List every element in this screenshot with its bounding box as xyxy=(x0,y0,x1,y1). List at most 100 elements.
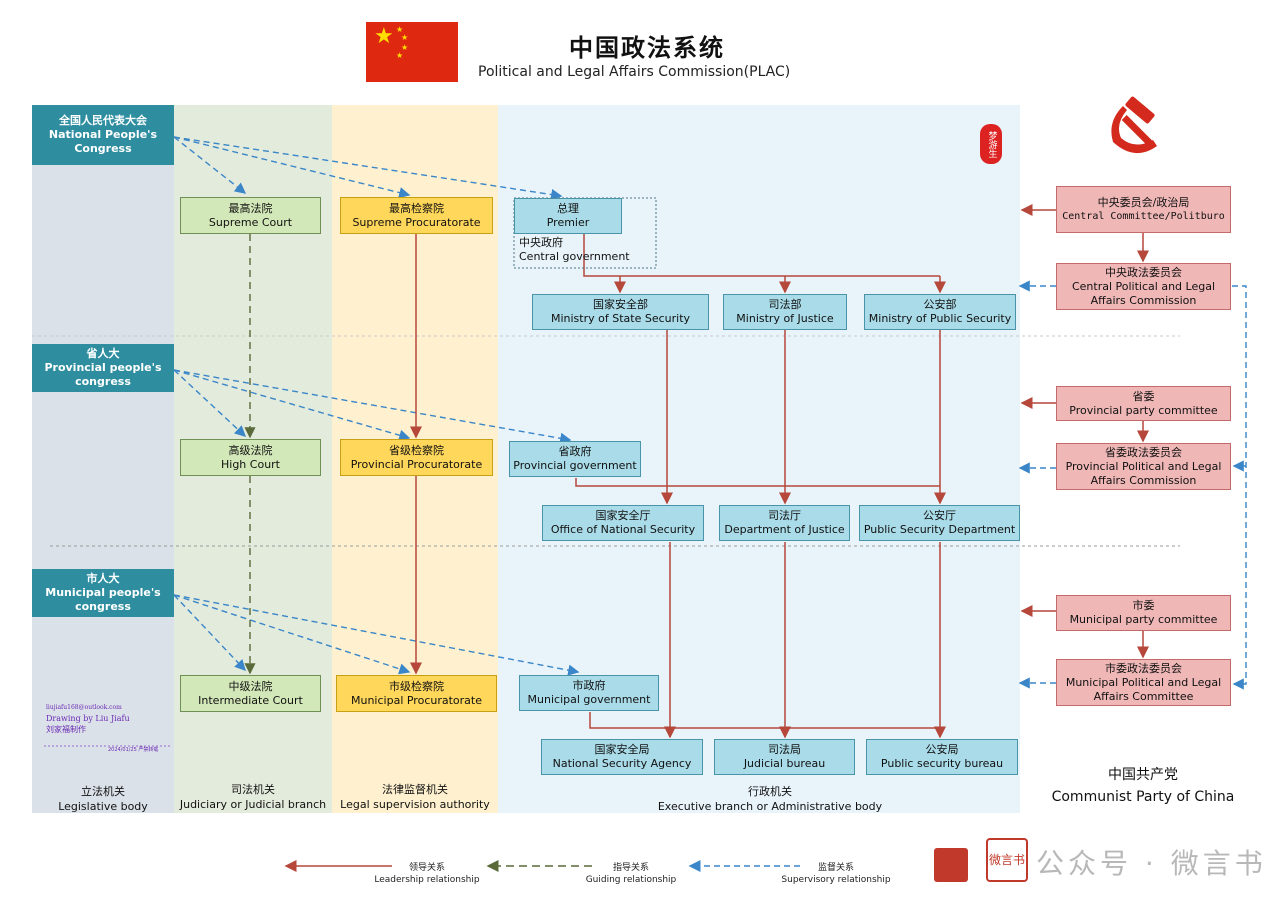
premier-box[interactable]: 总理 Premier xyxy=(514,198,622,234)
mss-cn: 国家安全部 xyxy=(593,298,648,311)
executive-footer-en: Executive branch or Administrative body xyxy=(657,800,883,813)
hammer-sickle-icon xyxy=(1111,96,1157,154)
legislative-column-bg xyxy=(32,105,174,813)
cplac-box[interactable]: 中央政法委员会 Central Political and Legal Affa… xyxy=(1056,263,1231,310)
mps-box[interactable]: 公安部 Ministry of Public Security xyxy=(864,294,1016,330)
provincial-committee-en: Provincial party committee xyxy=(1069,403,1218,417)
legend-supervisory-en: Supervisory relationship xyxy=(781,875,891,885)
provincial-procuratorate-box[interactable]: 省级检察院 Provincial Procuratorate xyxy=(340,439,493,476)
party-footer: 中国共产党 Communist Party of China xyxy=(1036,764,1250,808)
provincial-plac-box[interactable]: 省委政法委员会 Provincial Political and Legal A… xyxy=(1056,443,1231,490)
supreme-court-en: Supreme Court xyxy=(208,215,293,229)
muni-congress-to-intermediate-court-link xyxy=(173,594,246,672)
provincial-government-en: Provincial government xyxy=(513,459,637,472)
ons-box[interactable]: 国家安全厅 Office of National Security xyxy=(542,505,704,541)
mss-box[interactable]: 国家安全部 Ministry of State Security xyxy=(532,294,709,330)
supreme-procuratorate-en: Supreme Procuratorate xyxy=(352,215,481,229)
intermediate-court-box[interactable]: 中级法院 Intermediate Court xyxy=(180,675,321,712)
municipal-procuratorate-cn: 市级检察院 xyxy=(389,679,444,693)
moj-box[interactable]: 司法部 Ministry of Justice xyxy=(723,294,847,330)
judicial-footer: 司法机关 Judiciary or Judicial branch xyxy=(172,782,334,812)
procuratorate-footer-cn: 法律监督机关 xyxy=(382,783,448,796)
prov-congress-to-prov-gov-link xyxy=(173,369,572,444)
psb-cn: 公安局 xyxy=(925,743,959,756)
provincial-plac-en2: Affairs Commission xyxy=(1090,473,1197,487)
nsa-en: National Security Agency xyxy=(552,757,692,770)
credit-email: liujiafu168@outlook.com xyxy=(46,704,122,711)
cplac-en1: Central Political and Legal xyxy=(1071,279,1216,293)
jb-box[interactable]: 司法局 Judicial bureau xyxy=(714,739,855,775)
npc-to-supreme-court-link xyxy=(173,136,247,194)
municipal-plac-box[interactable]: 市委政法委员会 Municipal Political and Legal Af… xyxy=(1056,659,1231,706)
supreme-procuratorate-box[interactable]: 最高检察院 Supreme Procuratorate xyxy=(340,197,493,234)
high-court-box[interactable]: 高级法院 High Court xyxy=(180,439,321,476)
premier-en: Premier xyxy=(546,216,590,229)
psb-box[interactable]: 公安局 Public security bureau xyxy=(866,739,1018,775)
legislative-footer-cn: 立法机关 xyxy=(81,785,125,798)
provincial-committee-box[interactable]: 省委 Provincial party committee xyxy=(1056,386,1231,421)
credit-cn: 刘家福制作 xyxy=(46,725,86,734)
legend-guiding-en: Guiding relationship xyxy=(585,875,677,885)
jb-en: Judicial bureau xyxy=(743,757,826,770)
jb-cn: 司法局 xyxy=(768,743,801,756)
author-credit: liujiafu168@outlook.com Drawing by Liu J… xyxy=(46,702,130,735)
municipal-committee-en: Municipal party committee xyxy=(1069,613,1218,626)
legend-guiding: 指导关系 Guiding relationship xyxy=(566,862,696,886)
municipal-congress-cn: 市人大 xyxy=(86,572,120,585)
provincial-congress-box[interactable]: 省人大 Provincial people's congress xyxy=(32,344,174,392)
municipal-plac-en1: Municipal Political and Legal xyxy=(1065,675,1222,689)
municipal-plac-en2: Affairs Committee xyxy=(1093,689,1194,703)
page-title: 中国政法系统 xyxy=(569,34,725,62)
municipal-government-cn: 市政府 xyxy=(572,679,606,692)
prov-congress-to-high-court-link xyxy=(173,369,247,437)
high-court-cn: 高级法院 xyxy=(228,443,273,457)
central-committee-en: Central Committee/Politburo xyxy=(1062,210,1225,222)
procuratorate-footer: 法律监督机关 Legal supervision authority xyxy=(332,782,498,812)
provincial-congress-cn: 省人大 xyxy=(86,347,120,360)
page-subtitle: Political and Legal Affairs Commission(P… xyxy=(478,64,791,80)
doj-box[interactable]: 司法厅 Department of Justice xyxy=(719,505,850,541)
provincial-congress-en1: Provincial people's xyxy=(44,361,162,374)
intermediate-court-cn: 中级法院 xyxy=(228,679,273,693)
legend-leadership: 领导关系 Leadership relationship xyxy=(362,862,492,886)
npc-cn: 全国人民代表大会 xyxy=(59,114,147,127)
supreme-procuratorate-cn: 最高检察院 xyxy=(389,201,444,215)
municipal-procuratorate-box[interactable]: 市级检察院 Municipal Procuratorate xyxy=(336,675,497,712)
watermark-seal-right-icon: 微言书 xyxy=(986,838,1028,882)
legislative-footer: 立法机关 Legislative body xyxy=(32,784,174,814)
legend-supervisory-cn: 监督关系 xyxy=(817,863,854,873)
provincial-committee-cn: 省委 xyxy=(1132,389,1155,403)
municipal-government-en: Municipal government xyxy=(527,693,651,706)
municipal-congress-en1: Municipal people's xyxy=(45,586,161,599)
npc-to-supreme-procuratorate-link xyxy=(173,136,411,199)
municipal-congress-en2: congress xyxy=(75,600,131,613)
npc-box[interactable]: 全国人民代表大会 National People's Congress xyxy=(32,105,174,165)
municipal-plac-cn: 市委政法委员会 xyxy=(1105,661,1182,675)
ons-cn: 国家安全厅 xyxy=(595,509,651,522)
moj-cn: 司法部 xyxy=(768,298,802,311)
legend-leadership-cn: 领导关系 xyxy=(408,863,445,873)
municipal-congress-box[interactable]: 市人大 Municipal people's congress xyxy=(32,569,174,617)
doj-cn: 司法厅 xyxy=(768,509,801,522)
high-court-en: High Court xyxy=(221,457,280,471)
watermark-text: 公众号 · 微言书 xyxy=(1036,847,1267,880)
municipal-government-box[interactable]: 市政府 Municipal government xyxy=(519,675,659,711)
psd-box[interactable]: 公安厅 Public Security Department xyxy=(859,505,1020,541)
central-government-cn: 中央政府 xyxy=(519,236,563,249)
procuratorate-footer-en: Legal supervision authority xyxy=(340,798,490,811)
central-committee-box[interactable]: 中央委员会/政治局 Central Committee/Politburo xyxy=(1056,186,1231,233)
npc-en1: National People's xyxy=(48,128,158,141)
supreme-court-box[interactable]: 最高法院 Supreme Court xyxy=(180,197,321,234)
provincial-procuratorate-cn: 省级检察院 xyxy=(389,443,444,457)
moj-en: Ministry of Justice xyxy=(736,312,834,325)
nsa-box[interactable]: 国家安全局 National Security Agency xyxy=(541,739,703,775)
provincial-government-box[interactable]: 省政府 Provincial government xyxy=(509,441,641,477)
central-committee-cn: 中央委员会/政治局 xyxy=(1097,195,1190,209)
executive-footer: 行政机关 Executive branch or Administrative … xyxy=(560,784,980,814)
psb-en: Public security bureau xyxy=(880,757,1004,770)
ons-en: Office of National Security xyxy=(550,523,696,536)
premier-cn: 总理 xyxy=(557,202,579,215)
municipal-committee-box[interactable]: 市委 Municipal party committee xyxy=(1056,595,1231,631)
central-government-label: 中央政府 Central government xyxy=(519,236,630,264)
